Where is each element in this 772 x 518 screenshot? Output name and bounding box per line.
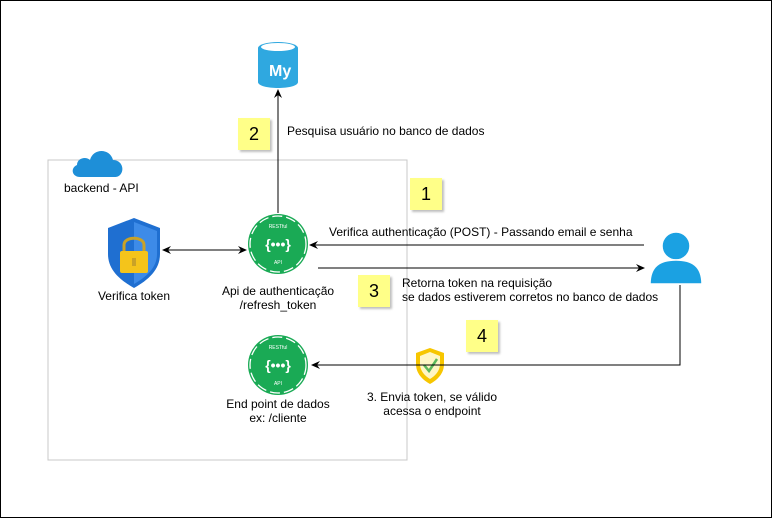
endpoint-api-bottom-text: API: [274, 381, 282, 387]
auth-api-top-text: RESTful: [269, 224, 288, 230]
step-1-text: Verifica authenticação (POST) - Passando…: [329, 225, 633, 239]
auth-api-label-line1: Api de authenticação: [221, 284, 335, 298]
step-2-badge: 2: [238, 118, 270, 150]
cloud-icon: [72, 151, 123, 177]
step-4-badge: 4: [466, 320, 498, 352]
step-4-text-line2: acessa o endpoint: [383, 404, 481, 418]
endpoint-api-center-text: {•••}: [265, 357, 291, 373]
step-1-badge: 1: [410, 178, 442, 210]
user-icon: [649, 231, 703, 285]
step-3-badge: 3: [358, 275, 390, 307]
endpoint-label-line1: End point de dados: [226, 397, 330, 411]
endpoint-label-line2: ex: /cliente: [249, 411, 307, 425]
step-3-text-line2: se dados estiverem corretos no banco de …: [402, 290, 659, 304]
shield-lock-icon: [108, 218, 160, 288]
auth-api-center-text: {•••}: [265, 236, 291, 252]
db-icon-text: My: [269, 63, 291, 80]
mysql-database-icon: My: [258, 42, 298, 88]
container-label: backend - API: [64, 181, 139, 195]
verifica-token-label: Verifica token: [97, 289, 171, 303]
step-3-text-line1: Retorna token na requisição: [402, 276, 553, 290]
endpoint-api-icon: RESTful {•••} API: [248, 335, 308, 395]
backend-container: [47, 159, 408, 461]
edge-user-to-endpoint: [311, 285, 681, 369]
auth-api-label-line2: /refresh_token: [239, 298, 317, 312]
endpoint-api-top-text: RESTful: [269, 345, 288, 351]
auth-api-icon: RESTful {•••} API: [248, 214, 308, 274]
step-2-text: Pesquisa usuário no banco de dados: [287, 124, 485, 138]
check-shield-icon: [416, 348, 444, 384]
step-4-text-line1: 3. Envia token, se válido: [366, 390, 498, 404]
auth-api-bottom-text: API: [274, 260, 282, 266]
